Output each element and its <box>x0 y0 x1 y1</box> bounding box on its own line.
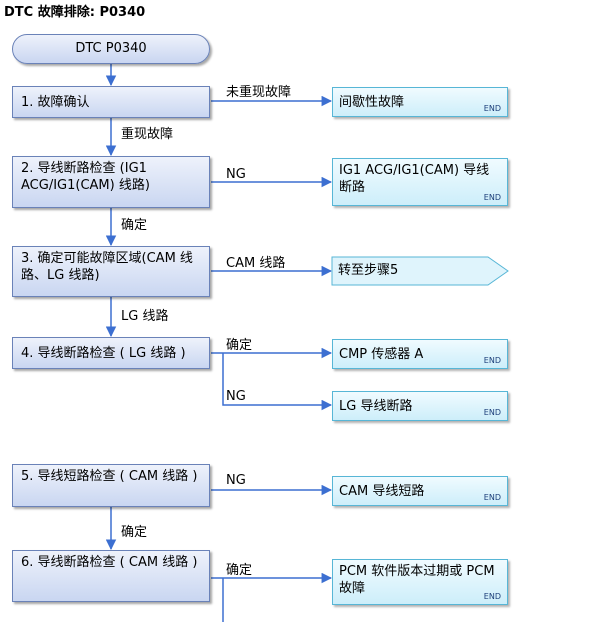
edge-label-s2-ok: 确定 <box>121 218 148 233</box>
end-badge: END <box>483 408 501 417</box>
result-cmp-sensor: CMP 传感器 A END <box>332 339 508 369</box>
end-badge: END <box>483 193 501 202</box>
result-intermittent: 间歇性故障 END <box>332 87 508 117</box>
result-cam-short-label: CAM 导线短路 <box>339 484 425 499</box>
edge-label-s4-ok: 确定 <box>226 338 253 353</box>
end-badge: END <box>483 493 501 502</box>
arrow-step4-to-lg <box>222 353 333 411</box>
edge-label-s4-ng: NG <box>226 389 246 404</box>
start-node-label: DTC P0340 <box>75 41 147 56</box>
result-cam-short: CAM 导线短路 END <box>332 476 508 506</box>
end-badge: END <box>483 592 501 601</box>
end-badge: END <box>483 356 501 365</box>
step-1-label: 1. 故障确认 <box>21 95 90 110</box>
step-3-label: 3. 确定可能故障区域(CAM 线路、LG 线路) <box>21 251 193 283</box>
step-5-label: 5. 导线短路检查 ( CAM 线路 ) <box>21 469 198 484</box>
edge-label-reproduced: 重现故障 <box>121 127 174 142</box>
result-intermittent-label: 间歇性故障 <box>339 95 405 110</box>
result-lg-open: LG 导线断路 END <box>332 391 508 421</box>
result-cmp-sensor-label: CMP 传感器 A <box>339 347 424 362</box>
edge-label-not-reproduced: 未重现故障 <box>226 85 292 100</box>
step-5: 5. 导线短路检查 ( CAM 线路 ) <box>12 464 210 507</box>
edge-label-s6-ok: 确定 <box>226 563 253 578</box>
edge-label-s5-ng: NG <box>226 473 246 488</box>
step-3: 3. 确定可能故障区域(CAM 线路、LG 线路) <box>12 246 210 297</box>
result-goto-step5: 转至步骤5 <box>338 262 488 282</box>
step-4: 4. 导线断路检查 ( LG 线路 ) <box>12 337 210 369</box>
result-goto-step5-shape <box>331 256 509 286</box>
result-goto-step5-label: 转至步骤5 <box>338 263 399 278</box>
edge-label-s3-cam: CAM 线路 <box>226 256 286 271</box>
step-6-label: 6. 导线断路检查 ( CAM 线路 ) <box>21 555 198 570</box>
start-node: DTC P0340 <box>12 34 210 64</box>
end-badge: END <box>483 104 501 113</box>
step-1: 1. 故障确认 <box>12 86 210 118</box>
result-ig1-open: IG1 ACG/IG1(CAM) 导线断路 END <box>332 158 508 206</box>
result-pcm: PCM 软件版本过期或 PCM 故障 END <box>332 559 508 605</box>
step-6: 6. 导线断路检查 ( CAM 线路 ) <box>12 550 210 602</box>
result-lg-open-label: LG 导线断路 <box>339 399 413 414</box>
step-2: 2. 导线断路检查 (IG1 ACG/IG1(CAM) 线路) <box>12 156 210 208</box>
result-ig1-open-label: IG1 ACG/IG1(CAM) 导线断路 <box>339 163 490 195</box>
edge-label-s3-lg: LG 线路 <box>121 309 169 324</box>
edge-label-s2-ng: NG <box>226 167 246 182</box>
step-2-label: 2. 导线断路检查 (IG1 ACG/IG1(CAM) 线路) <box>21 161 150 193</box>
step-4-label: 4. 导线断路检查 ( LG 线路 ) <box>21 346 186 361</box>
page-title: DTC 故障排除: P0340 <box>4 5 146 20</box>
edge-label-s5-ok: 确定 <box>121 525 148 540</box>
result-pcm-label: PCM 软件版本过期或 PCM 故障 <box>339 564 495 596</box>
